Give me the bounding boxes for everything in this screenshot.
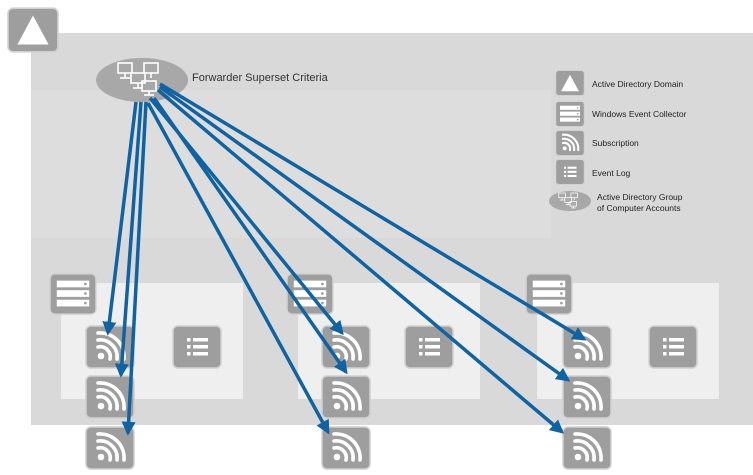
- subscription-icon: [562, 375, 612, 419]
- legend-label-subscription: Subscription: [592, 138, 639, 148]
- event-log-icon: [172, 325, 222, 369]
- arrow: [156, 88, 565, 434]
- arrow: [114, 101, 143, 378]
- subscription-icon: [85, 375, 135, 419]
- subscription-icon: [85, 426, 135, 470]
- arrow: [102, 101, 138, 336]
- windows-event-collector-icon: [49, 273, 97, 315]
- legend-group-icon: [549, 191, 591, 211]
- legend-label-ad-group: Active Directory Group of Computer Accou…: [597, 192, 683, 213]
- legend-label-domain: Active Directory Domain: [592, 79, 684, 89]
- arrow: [152, 96, 348, 375]
- group-label: Forwarder Superset Criteria: [192, 72, 328, 84]
- arrow: [159, 82, 587, 341]
- legend-subscription-icon: [555, 130, 585, 156]
- legend-event-log-icon: [555, 159, 585, 185]
- subscription-icon: [321, 426, 371, 470]
- arrow: [158, 85, 571, 382]
- ad-domain-icon: [7, 7, 59, 53]
- event-log-icon: [648, 325, 698, 369]
- arrows: [102, 82, 587, 436]
- legend-collector-icon: [555, 101, 585, 127]
- legend-domain-icon: [555, 70, 585, 96]
- subscription-icon: [321, 375, 371, 419]
- arrow: [121, 101, 148, 436]
- subscription-icon: [85, 325, 135, 369]
- legend-label-collector: Windows Event Collector: [592, 109, 687, 119]
- legend-label-event-log: Event Log: [592, 168, 631, 178]
- arrow: [146, 102, 330, 435]
- subscription-icon: [562, 426, 612, 470]
